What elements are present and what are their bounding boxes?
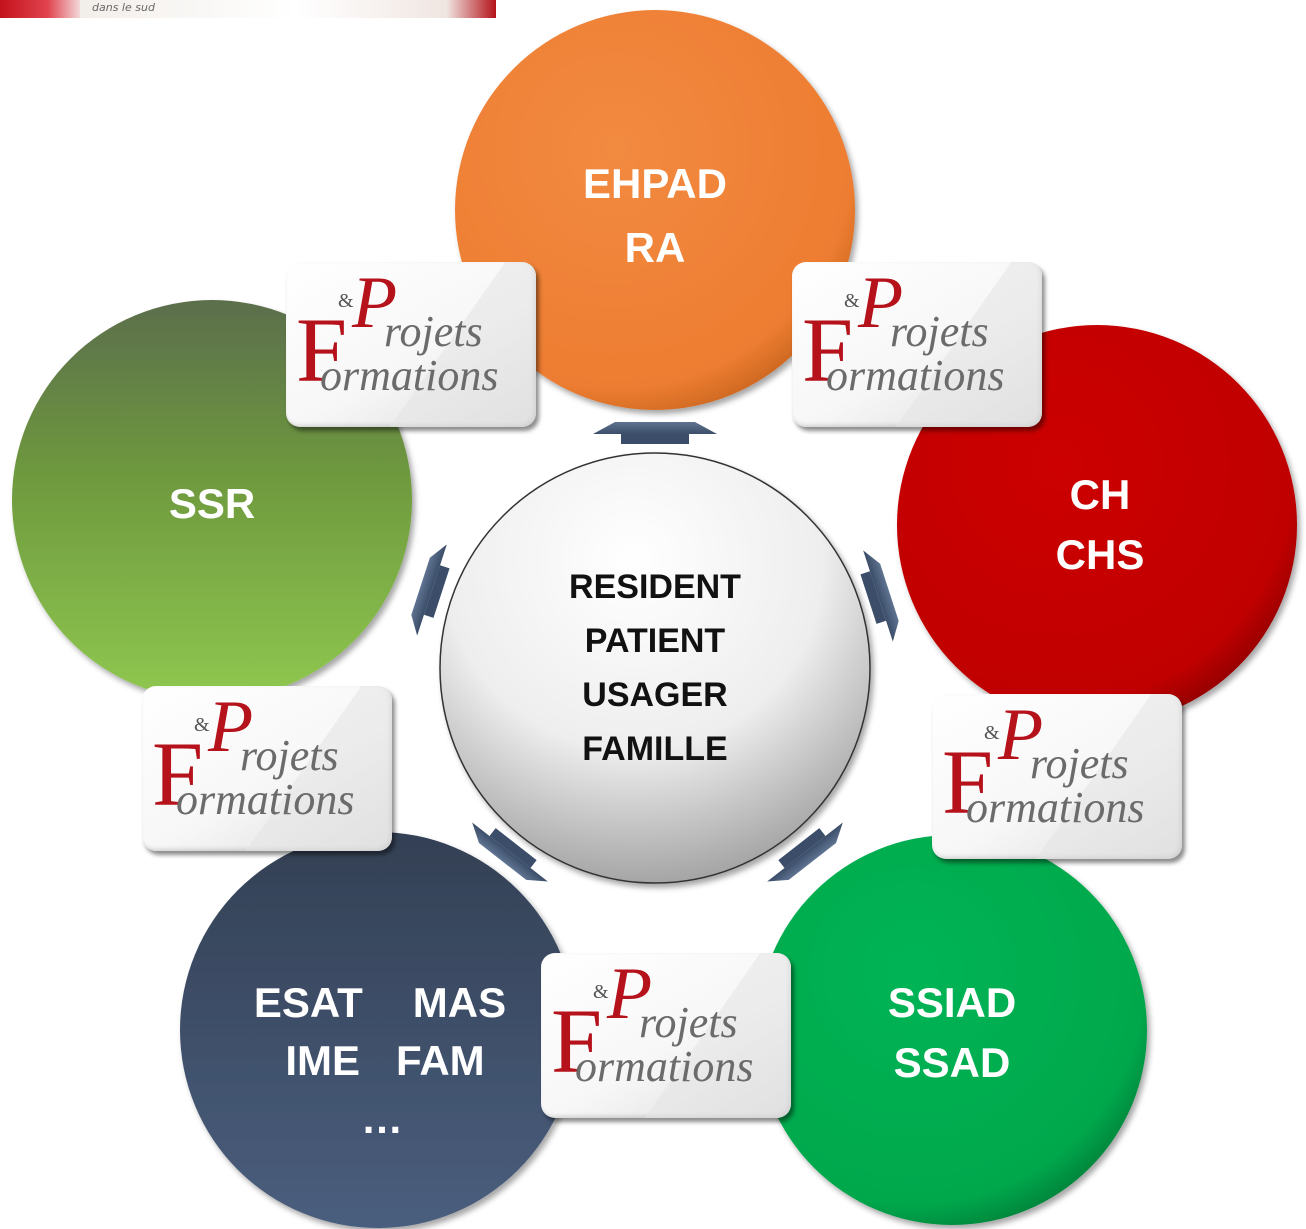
logo-letter-f: F <box>802 299 854 401</box>
logo-amp: & <box>593 981 609 1003</box>
arrow-to-esat <box>472 822 548 882</box>
logo-letter-p: P <box>607 953 653 1035</box>
logo-word-ormations: ormations <box>575 1042 754 1091</box>
logo-word-rojets: rojets <box>240 731 339 780</box>
logo-amp: & <box>984 722 1000 744</box>
projets-formations-logo: & P rojets F ormations <box>541 953 791 1118</box>
logo-amp: & <box>194 714 210 736</box>
header-banner: dans le sud <box>0 0 496 18</box>
ehpad-circle <box>455 10 855 410</box>
logo-word-ormations: ormations <box>826 351 1005 400</box>
center-line-famille: FAMILLE <box>582 730 728 768</box>
logo-word-rojets: rojets <box>639 998 738 1047</box>
logo-amp: & <box>844 290 860 312</box>
center-line-patient: PATIENT <box>584 622 726 660</box>
logo-letter-f: F <box>551 990 603 1092</box>
esat-label: ESAT MAS IME FAM … <box>240 974 520 1148</box>
logo-card: & P rojets F ormations <box>541 953 791 1118</box>
ssr-label: SSR <box>112 476 312 532</box>
logo-letter-p: P <box>352 262 398 344</box>
banner-text: dans le sud <box>92 1 155 14</box>
ime-text: IME <box>285 1037 360 1084</box>
ehpad-line1: EHPAD <box>583 160 727 207</box>
ssiad-line2: SSAD <box>893 1039 1011 1086</box>
arrow-to-ch <box>860 550 899 642</box>
ehpad-label: EHPAD RA <box>555 152 755 280</box>
projets-formations-logo: & P rojets F ormations <box>286 262 536 427</box>
ssiad-circle <box>757 835 1147 1225</box>
projets-formations-logo: & P rojets F ormations <box>142 686 392 851</box>
logo-letter-f: F <box>152 723 204 825</box>
ssr-line1: SSR <box>168 480 256 527</box>
arrow-to-ehpad <box>593 422 717 444</box>
logo-card: & P rojets F ormations <box>286 262 536 427</box>
esat-circle <box>180 832 576 1228</box>
ssiad-line1: SSIAD <box>887 979 1017 1026</box>
projets-formations-logo: & P rojets F ormations <box>792 262 1042 427</box>
logo-letter-p: P <box>998 694 1044 776</box>
mas-text: MAS <box>412 979 507 1026</box>
center-circle <box>439 452 871 884</box>
logo-word-rojets: rojets <box>384 307 483 356</box>
logo-word-ormations: ormations <box>176 775 355 824</box>
logo-letter-f: F <box>942 731 994 833</box>
logo-amp: & <box>338 290 354 312</box>
logo-word-ormations: ormations <box>320 351 499 400</box>
center-line-resident: RESIDENT <box>569 568 741 606</box>
esat-row1: ESAT MAS <box>240 974 520 1032</box>
logo-card: & P rojets F ormations <box>932 694 1182 859</box>
logo-word-rojets: rojets <box>890 307 989 356</box>
ch-line1: CH <box>1069 471 1131 518</box>
esat-row2: IME FAM <box>240 1032 520 1090</box>
ch-line2: CHS <box>1055 531 1145 578</box>
esat-text: ESAT <box>253 979 363 1026</box>
logo-letter-p: P <box>208 686 254 768</box>
center-line-usager: USAGER <box>582 676 728 714</box>
banner-red-accent <box>0 0 80 18</box>
ch-label: CH CHS <box>1000 465 1200 585</box>
projets-formations-logo: & P rojets F ormations <box>932 694 1182 859</box>
logo-word-rojets: rojets <box>1030 739 1129 788</box>
fam-text: FAM <box>396 1037 485 1084</box>
logo-word-ormations: ormations <box>966 783 1145 832</box>
logo-card: & P rojets F ormations <box>142 686 392 851</box>
esat-ellipsis: … <box>361 1095 403 1142</box>
arrow-to-ssiad <box>767 822 843 882</box>
ehpad-line2: RA <box>624 224 686 271</box>
logo-letter-p: P <box>858 262 904 344</box>
ssiad-label: SSIAD SSAD <box>852 973 1052 1093</box>
arrow-to-ssr <box>411 544 450 636</box>
logo-card: & P rojets F ormations <box>792 262 1042 427</box>
center-label: RESIDENT PATIENT USAGER FAMILLE <box>505 560 805 776</box>
logo-letter-f: F <box>296 299 348 401</box>
